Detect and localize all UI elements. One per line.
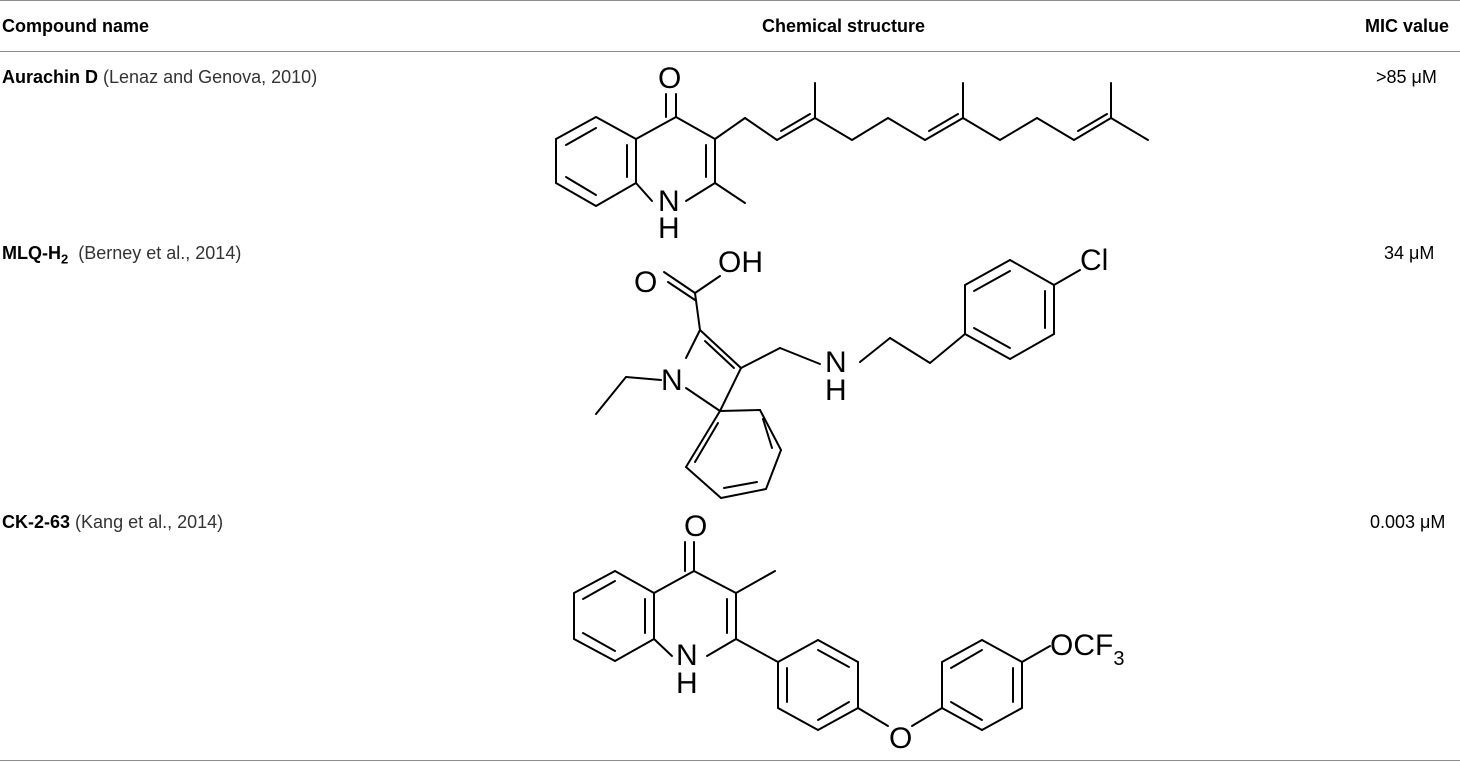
compound-name: MLQ-H2 [2,243,69,267]
atom-oh: OH [718,246,763,279]
atom-h-amine: H [825,374,847,407]
row-mlq-h2-name: MLQ-H2 (Berney et al., 2014) [2,243,241,267]
row-ck-2-63-mic: 0.003 μM [1370,512,1446,532]
row-aurachin-d-name: Aurachin D (Lenaz and Genova, 2010) [2,67,317,88]
atom-ocf: OCF3 [1050,629,1124,670]
atom-n: N [676,639,698,672]
atom-n-indole: N [661,364,683,397]
compound-name: Aurachin D [2,67,99,87]
row-aurachin-d-mic: >85 μM [1376,67,1437,87]
atom-n-amine: N [825,346,847,379]
row-mlq-h2-mic: 34 μM [1384,243,1435,263]
atom-n: N [658,185,680,218]
citation: (Lenaz and Genova, 2010) [103,67,318,87]
header-rule [0,51,1460,52]
atom-h: H [658,212,680,245]
header-compound-name: Compound name [2,16,149,36]
citation: (Kang et al., 2014) [75,512,224,532]
atom-o: O [684,510,707,543]
header-mic-value: MIC value [1365,16,1450,36]
header-chemical-structure: Chemical structure [762,16,926,36]
atom-o: O [634,266,657,299]
compound-name: CK-2-63 [2,512,71,532]
atom-h: H [676,667,698,700]
top-rule [0,0,1460,1]
atom-cl: Cl [1080,244,1108,277]
atom-o: O [658,62,681,95]
citation: (Berney et al., 2014) [78,243,242,263]
row-ck-2-63-name: CK-2-63 (Kang et al., 2014) [2,512,223,533]
bottom-rule [0,760,1460,761]
atom-ether-o: O [889,722,912,755]
